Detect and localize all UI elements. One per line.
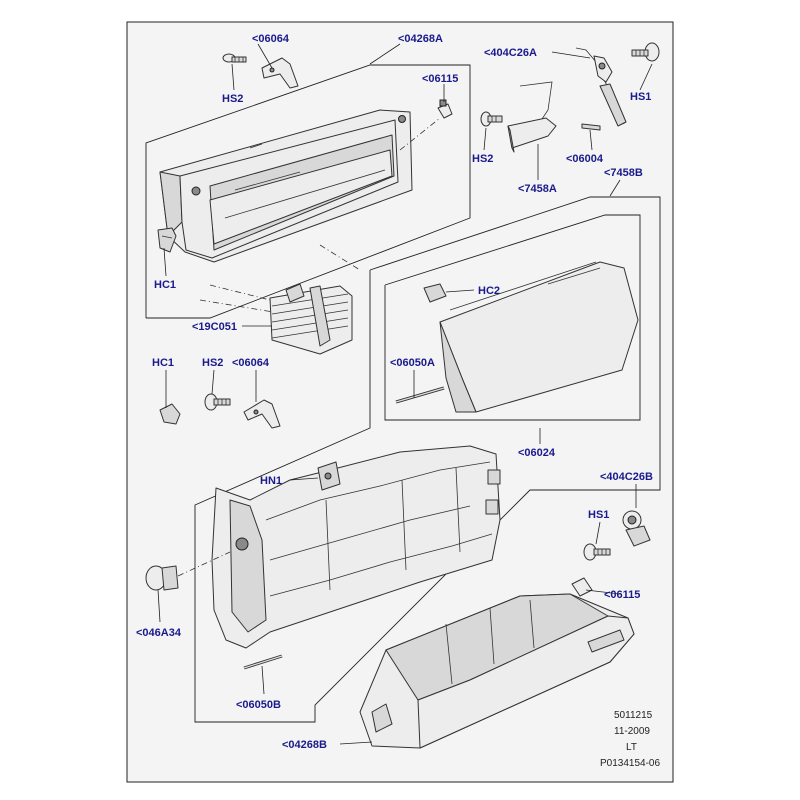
label-04268b: <04268B [282,739,327,751]
screw-hs1-low [583,543,611,561]
latch-404c26a [575,47,627,127]
bracket-06064-mid [243,399,281,429]
frame-04268a [145,64,471,319]
axis-line [399,117,441,151]
rod-06050a [395,386,445,404]
label-06064-top: <06064 [252,33,290,45]
label-404c26a: <404C26A [484,47,537,59]
label-hs2-low: HS2 [202,357,223,369]
vent-19c051 [269,283,353,355]
handle-7458a [507,81,557,153]
axis-line [209,284,271,301]
bin-04268b [359,593,635,749]
footer-region: LT [626,742,637,753]
label-hc1-mid: HC1 [152,357,174,369]
label-hs1-low: HS1 [588,509,609,521]
label-hc2: HC2 [478,285,500,297]
label-hn1: HN1 [260,475,282,487]
clip-hc2 [423,283,447,303]
screw-hs1-top [631,42,660,62]
label-hs2-top: HS2 [222,93,243,105]
fastener-06115-top [437,99,453,119]
rod-06050b [243,654,283,670]
main-frame [211,445,501,649]
label-7458b: <7458B [604,167,643,179]
latch-404c26b [622,510,651,547]
clip-hc1-top [157,227,177,253]
label-hs2-mid: HS2 [472,153,493,165]
label-19c051: <19C051 [192,321,237,333]
label-06004: <06004 [566,153,604,165]
frame-7458b [194,196,661,723]
footer-ref: P0134154-06 [600,758,660,769]
fastener-06115-low [571,577,593,597]
footer-code: 5011215 [614,710,653,721]
pin-06004 [581,123,601,131]
knob-046a34 [145,551,231,591]
label-hc1-top: HC1 [154,279,176,291]
lid-06024 [439,261,639,413]
screw-hs2-top [222,53,247,63]
label-404c26b: <404C26B [600,471,653,483]
label-046a34: <046A34 [136,627,182,639]
footer-date: 11-2009 [614,726,650,737]
label-06050b: <06050B [236,699,281,711]
label-06064-mid: <06064 [232,357,270,369]
label-06115-top: <06115 [422,73,458,85]
housing-04268a [159,109,413,263]
frame-lid-inner [384,214,641,421]
label-04268a: <04268A [398,33,443,45]
label-06024: <06024 [518,447,556,459]
hinge-hn1 [317,461,341,491]
label-7458a: <7458A [518,183,557,195]
screw-hs2-mid [480,111,503,127]
label-06050a: <06050A [390,357,435,369]
label-06115-low: <06115 [604,589,640,601]
axis-line [319,244,361,271]
clip-hc1-mid [159,403,181,425]
label-hs1-top: HS1 [630,91,651,103]
leader-lines [157,43,653,745]
screw-hs2-low [204,393,231,411]
